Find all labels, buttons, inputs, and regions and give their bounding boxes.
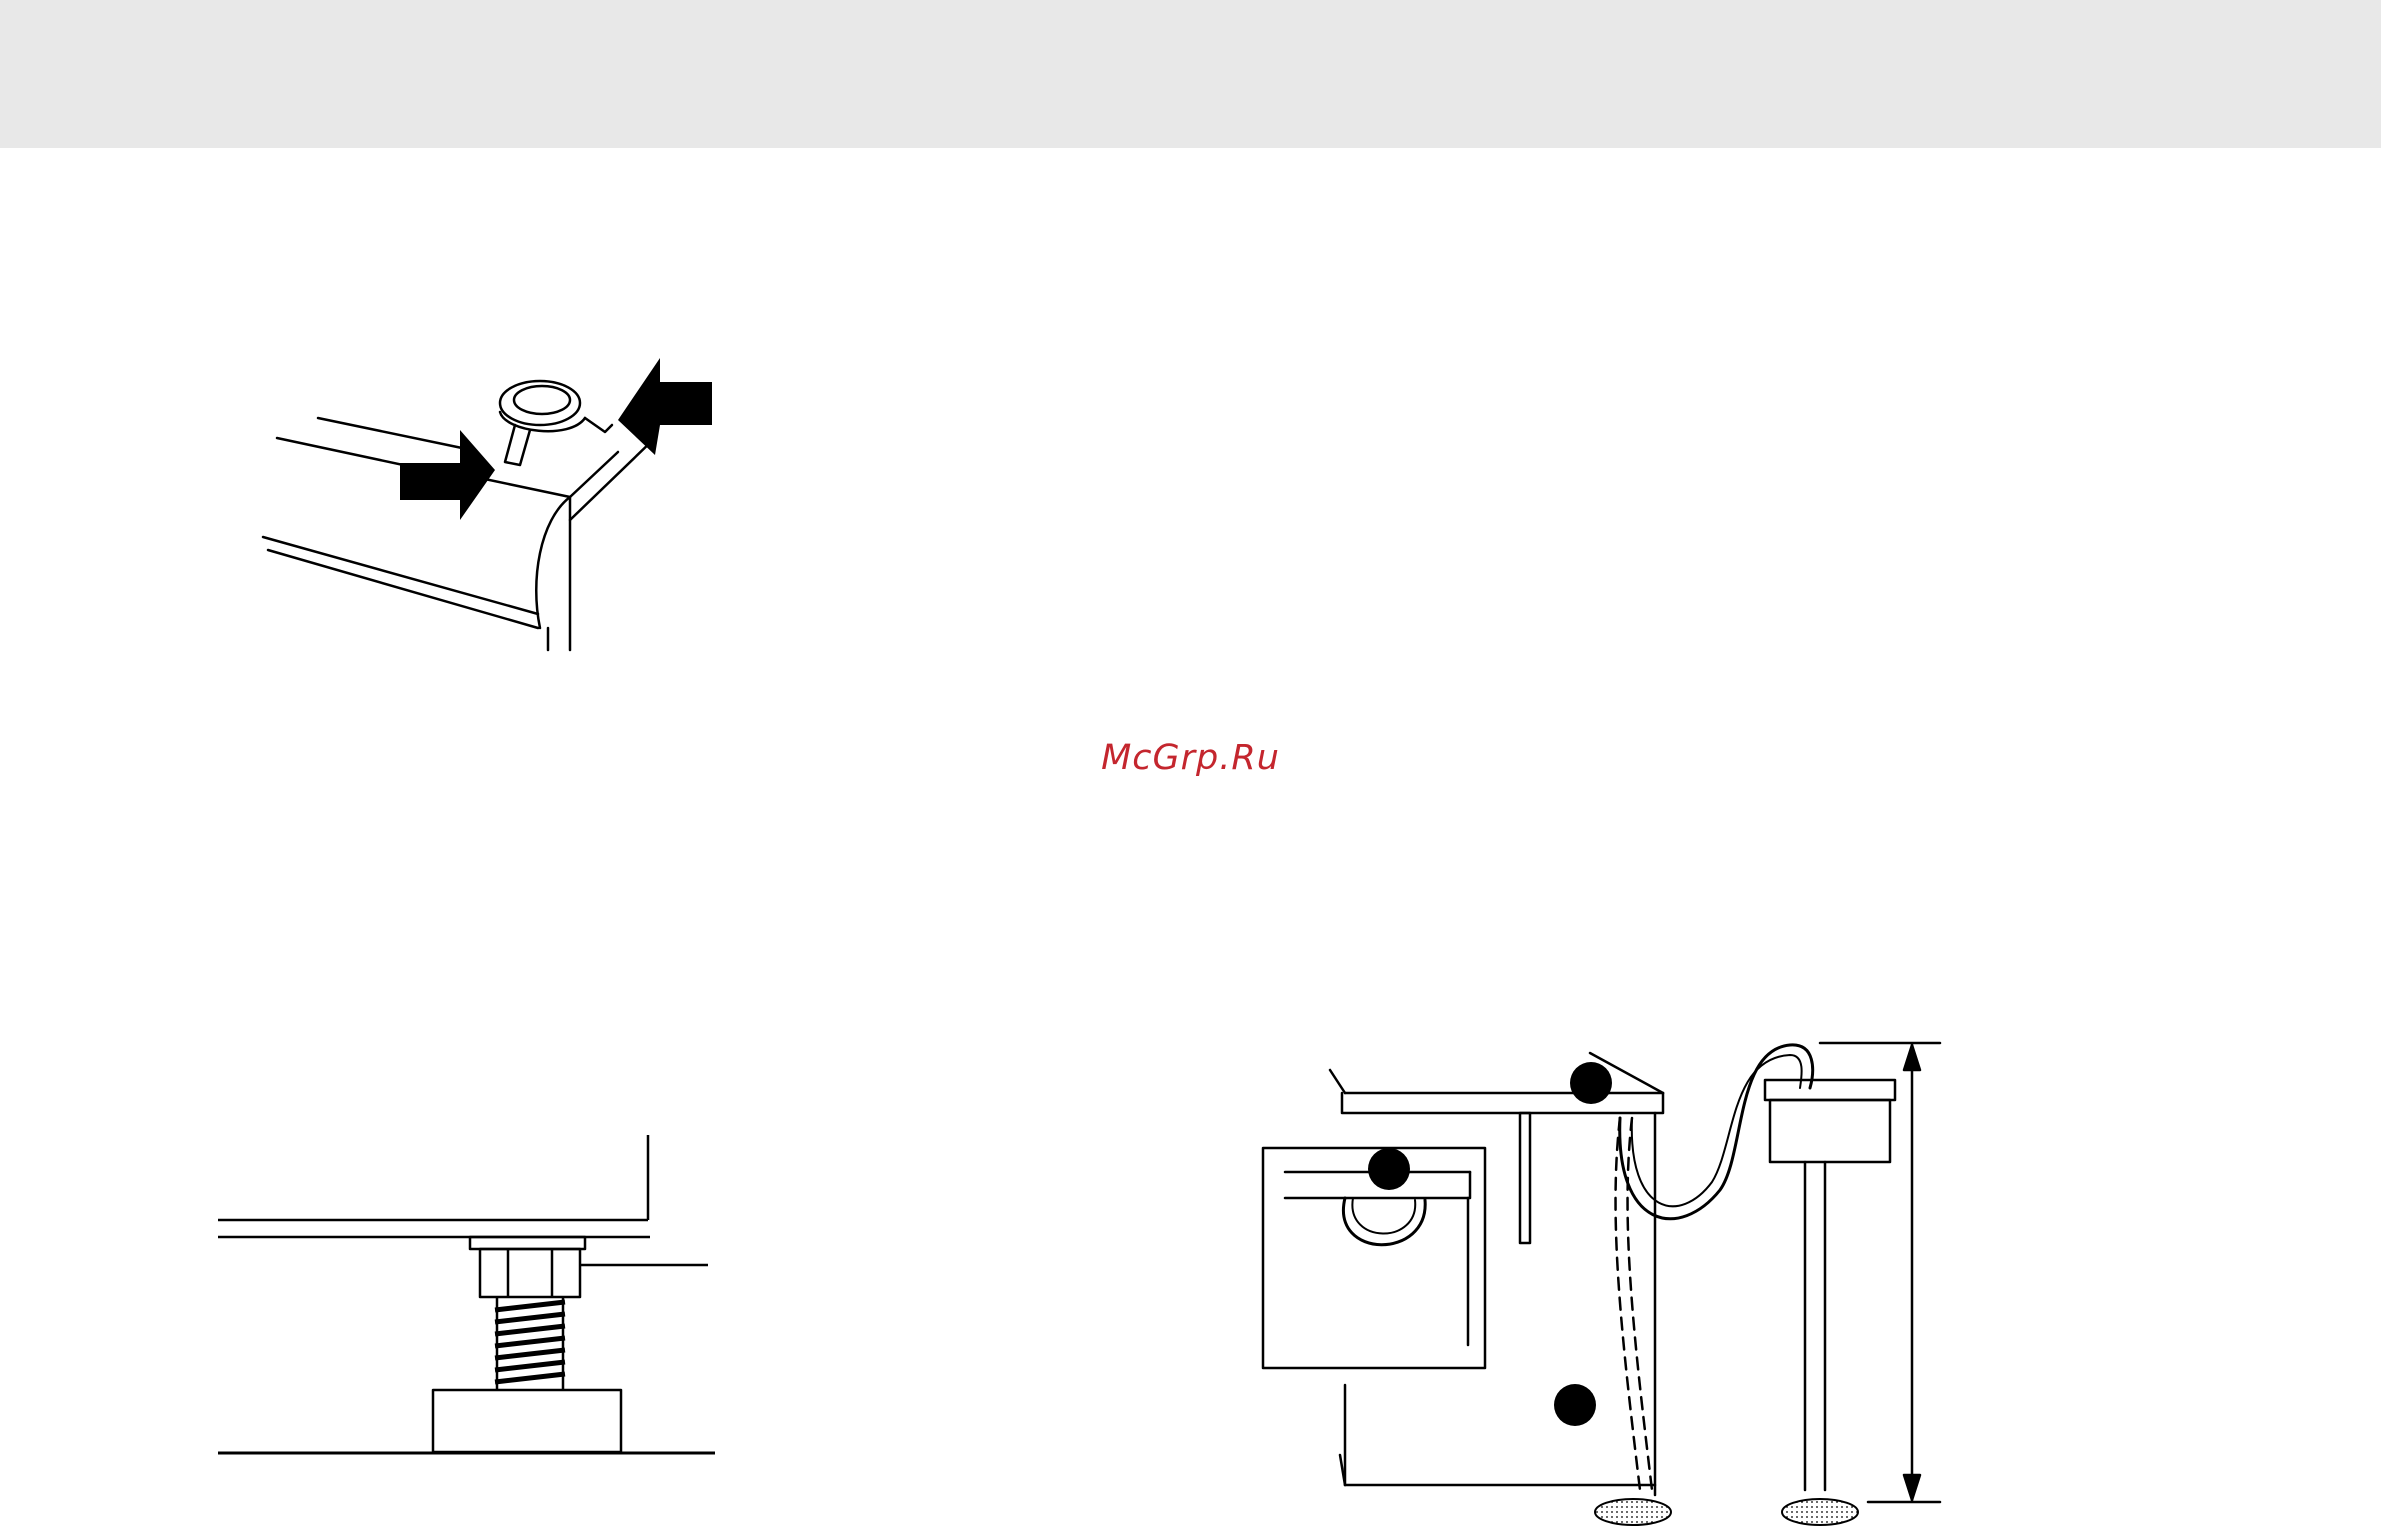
counter-left-edge [1330, 1070, 1345, 1093]
internal-hose-dashed-outer [1628, 1118, 1652, 1490]
callout-dot-icon [1554, 1384, 1596, 1426]
height-dimension-icon [1820, 1043, 1940, 1502]
callout-dot-icon [1570, 1062, 1612, 1104]
drain-hose-loop-inner [1632, 1055, 1802, 1206]
standpipe-box [1770, 1100, 1890, 1162]
support-rod [1520, 1113, 1530, 1243]
counter-front [1342, 1093, 1663, 1113]
standpipe-cap [1765, 1080, 1895, 1100]
callout-dot-icon [1368, 1148, 1410, 1190]
floor-drain [1595, 1499, 1671, 1525]
sink-trap-pipe [1343, 1198, 1425, 1245]
sink-trap-pipe-inner [1352, 1198, 1415, 1234]
internal-hose-dashed [1616, 1118, 1640, 1490]
floor-drain [1782, 1499, 1858, 1525]
